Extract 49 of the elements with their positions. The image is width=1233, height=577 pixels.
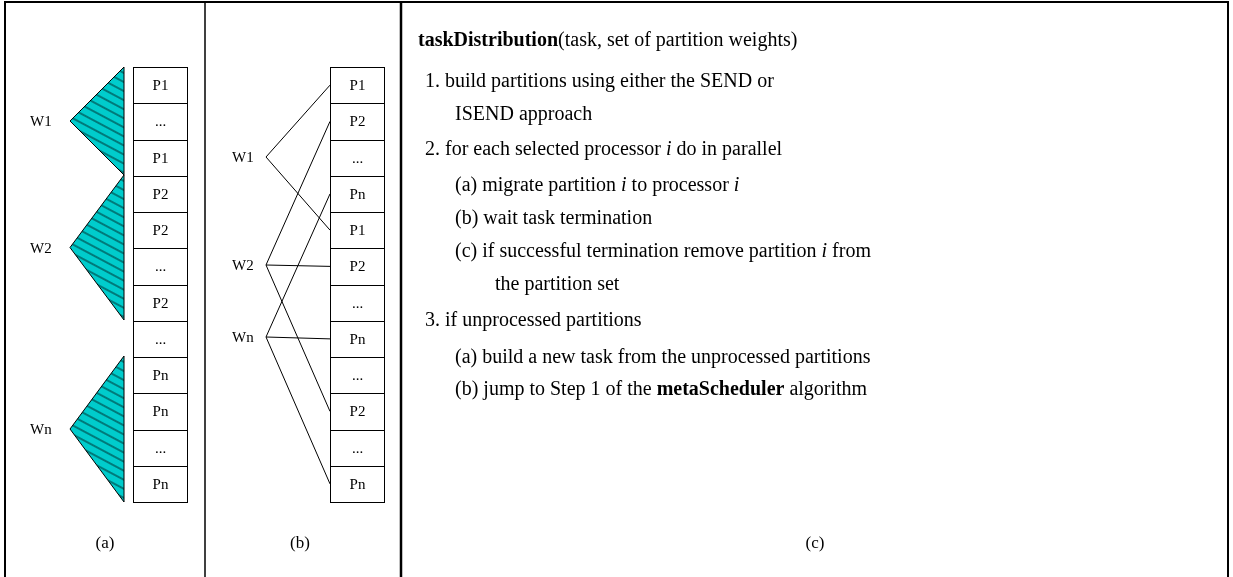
connector-line (265, 336, 331, 340)
partition-cell: P2 (330, 103, 385, 141)
partition-cell: P1 (330, 67, 385, 105)
algorithm-substep: (b) jump to Step 1 of the metaScheduler algorithm (455, 376, 868, 402)
partition-cell: P2 (330, 248, 385, 286)
partition-cell: Pn (133, 357, 188, 395)
connector-line (265, 84, 331, 158)
partition-cell: P1 (133, 139, 188, 177)
partition-cell: P2 (133, 175, 188, 213)
panel-caption: (b) (289, 532, 311, 554)
partition-cell: P2 (133, 212, 188, 250)
partition-cell: Pn (330, 175, 385, 213)
connector-line (265, 120, 331, 266)
connector-line (265, 156, 331, 231)
partition-cell: ... (133, 103, 188, 141)
partition-cell: P2 (133, 284, 188, 322)
partition-cell: ... (133, 320, 188, 358)
partition-cell: ... (133, 429, 188, 467)
weight-label: W1 (232, 148, 266, 166)
algorithm-step: 3. if unprocessed partitions (425, 303, 642, 336)
algorithm-step: 2. for each selected processor i do in parallel (425, 132, 783, 165)
algorithm-substep: (c) if successful termination remove partition i from the partition set (455, 238, 872, 297)
partition-cell: ... (330, 139, 385, 177)
partition-cell: Pn (330, 320, 385, 358)
algorithm-substep: (a) migrate partition i to processor i (455, 172, 740, 198)
partition-cell: ... (330, 429, 385, 467)
algorithm-title: taskDistribution(task, set of partition weights) (418, 27, 798, 52)
algorithm-substep: (b) wait task termination (455, 205, 653, 231)
weight-label: W1 (30, 112, 52, 130)
partition-cell: ... (133, 248, 188, 286)
partition-cell: P1 (330, 212, 385, 250)
partition-cell: Pn (330, 465, 385, 503)
panel-caption: (a) (94, 532, 116, 554)
connector-line (265, 264, 331, 412)
partition-cell: ... (330, 284, 385, 322)
partition-cell: P1 (133, 67, 188, 105)
weight-label: Wn (232, 328, 266, 346)
connector-line (265, 193, 331, 338)
weight-label: W2 (232, 256, 266, 274)
connector-line (265, 336, 331, 485)
weight-label: W2 (30, 239, 52, 257)
algorithm-substep: (a) build a new task from the unprocessed partitions (455, 344, 871, 370)
partition-cell: Pn (133, 393, 188, 431)
partition-cell: ... (330, 357, 385, 395)
connector-line (265, 264, 331, 267)
weight-label: Wn (30, 420, 52, 438)
panel-caption: (c) (804, 532, 826, 554)
partition-cell: P2 (330, 393, 385, 431)
partition-cell: Pn (133, 465, 188, 503)
